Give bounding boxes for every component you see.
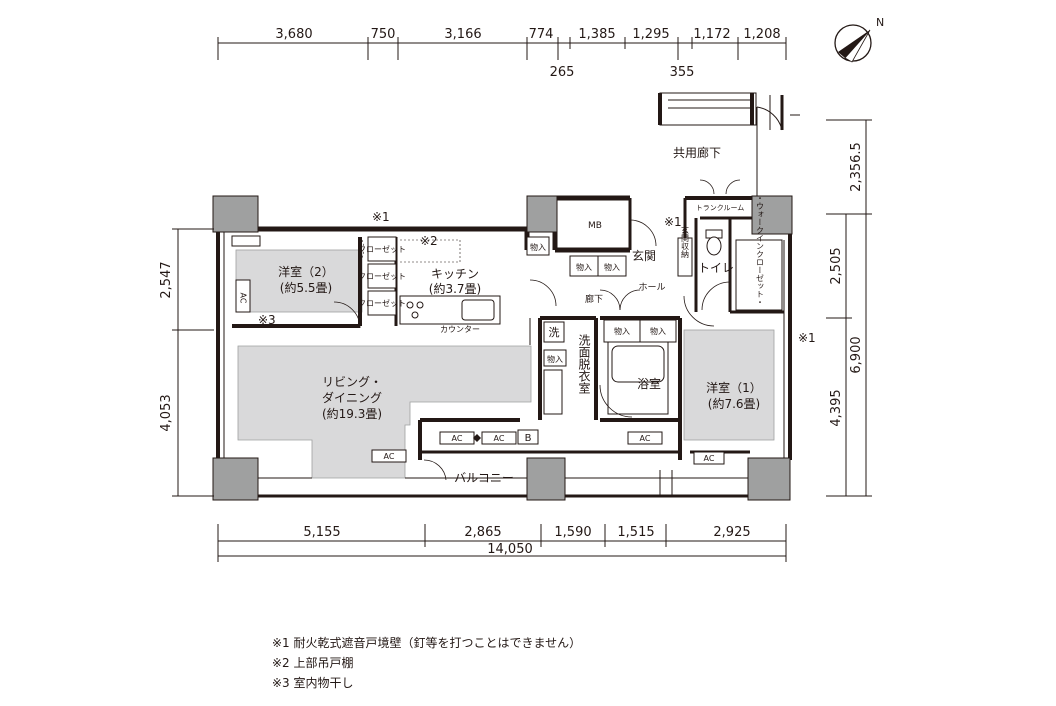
western-room-2-label: 洋室（2） (278, 264, 334, 279)
top-dim-5: 1,385 (578, 27, 615, 42)
structural-columns (212, 195, 793, 501)
entrance-storage-label: 玄関収納 (681, 225, 690, 259)
left-dim-1: 2,547 (159, 261, 174, 298)
top-dim-1: 3,680 (275, 27, 312, 42)
ac-label-1: AC (239, 293, 248, 304)
bottom-dim-3: 1,590 (554, 525, 591, 540)
bathroom-label: 浴室 (637, 376, 661, 391)
common-corridor-label: 共用廊下 (673, 145, 721, 160)
living-dining-label-2: ダイニング (322, 390, 382, 405)
storage-label-1: 物入 (530, 242, 546, 252)
bottom-dim-1: 5,155 (303, 525, 340, 540)
corridor-label: 廊下 (585, 293, 603, 305)
toilet-label: トイレ (698, 261, 734, 275)
walk-in-closet-label: ・ウォークインクローゼット・ (756, 194, 765, 306)
mb-label: MB (588, 221, 602, 231)
wash-label: 洗 (549, 326, 560, 339)
ac-label-3: AC (452, 434, 463, 443)
top-dim-3: 3,166 (444, 27, 481, 42)
marker-1-right: ※1 (798, 331, 816, 345)
top-dim-2: 750 (371, 27, 396, 42)
ac-label-5: AC (640, 434, 651, 443)
bottom-dim-5: 2,925 (713, 525, 750, 540)
left-dimension-line (172, 228, 214, 497)
top-dim-sub-1: 265 (550, 65, 575, 80)
storage-boxes (367, 236, 783, 367)
svg-text:N: N (876, 16, 884, 29)
marker-1-top: ※1 (372, 210, 390, 224)
marker-3: ※3 (258, 313, 276, 327)
b-label: B (525, 433, 532, 444)
top-dim-6: 1,295 (632, 27, 669, 42)
western-room-2-area: (約5.5畳) (280, 280, 332, 295)
trunk-room-label: トランクルーム (696, 204, 745, 212)
top-dimension-line (217, 37, 787, 60)
storage-label-4: 物入 (614, 326, 630, 336)
note-1: ※1 耐火乾式遮音戸境壁（釘等を打つことはできません） (272, 636, 582, 650)
left-dim-2: 4,053 (159, 394, 174, 431)
common-corridor-area (658, 92, 800, 200)
right-dim-inner-2: 4,395 (829, 389, 844, 426)
hall-label: ホール (638, 282, 665, 293)
kitchen-area: (約3.7畳) (429, 281, 481, 296)
ac-label-2: AC (384, 452, 395, 461)
bottom-dim-2: 2,865 (464, 525, 501, 540)
washroom-label: 洗面脱衣室 (577, 334, 591, 394)
kitchen-label: キッチン (431, 267, 479, 281)
storage-label-5: 物入 (650, 326, 666, 336)
north-arrow-icon: N (834, 16, 884, 63)
marker-1-entry: ※1 (664, 215, 682, 229)
counter-label: カウンター (440, 325, 480, 334)
storage-label-2: 物入 (576, 262, 592, 272)
kitchen-counter (399, 295, 501, 325)
right-dimension-lines (826, 119, 872, 497)
right-dim-inner-1: 2,505 (829, 247, 844, 284)
top-dim-sub-2: 355 (670, 65, 695, 80)
top-dim-4: 774 (529, 27, 554, 42)
storage-label-3: 物入 (604, 262, 620, 272)
closet-label-3: クローゼット (358, 298, 406, 308)
storage-label-6: 物入 (547, 354, 563, 364)
ac-units (231, 235, 725, 465)
door-swings (333, 179, 741, 481)
balcony-edge (258, 470, 748, 498)
right-dim-outer-2: 6,900 (849, 336, 864, 373)
living-dining-area: (約19.3畳) (322, 406, 382, 421)
note-2: ※2 上部吊戸棚 (272, 656, 354, 670)
balcony-label: バルコニー (454, 471, 514, 485)
ac-label-6: AC (704, 454, 715, 463)
living-dining-label-1: リビング・ (322, 375, 382, 389)
closet-label-1: クローゼット (358, 244, 406, 254)
marker-2: ※2 (420, 234, 438, 248)
bottom-dim-4: 1,515 (617, 525, 654, 540)
toilet-fixture (705, 229, 723, 256)
bottom-dim-total: 14,050 (487, 542, 533, 557)
bottom-dimension-lines (217, 524, 787, 562)
note-3: ※3 室内物干し (272, 676, 354, 690)
right-dim-outer-1: 2,356.5 (849, 142, 864, 192)
room-fills (235, 249, 775, 479)
ac-label-4: AC (494, 434, 505, 443)
washbasin (543, 369, 563, 415)
western-room-1-area: (約7.6畳) (708, 396, 760, 411)
notes-block: ※1 耐火乾式遮音戸境壁（釘等を打つことはできません） ※2 上部吊戸棚 ※3 … (272, 633, 581, 693)
top-dim-8: 1,208 (743, 27, 780, 42)
closet-doors (359, 239, 461, 263)
western-room-1-label: 洋室（1） (706, 380, 762, 395)
diamond-icon (473, 434, 481, 442)
entrance-label: 玄関 (632, 248, 656, 263)
top-dim-7: 1,172 (693, 27, 730, 42)
walls (216, 195, 792, 460)
closet-label-2: クローゼット (358, 271, 406, 281)
